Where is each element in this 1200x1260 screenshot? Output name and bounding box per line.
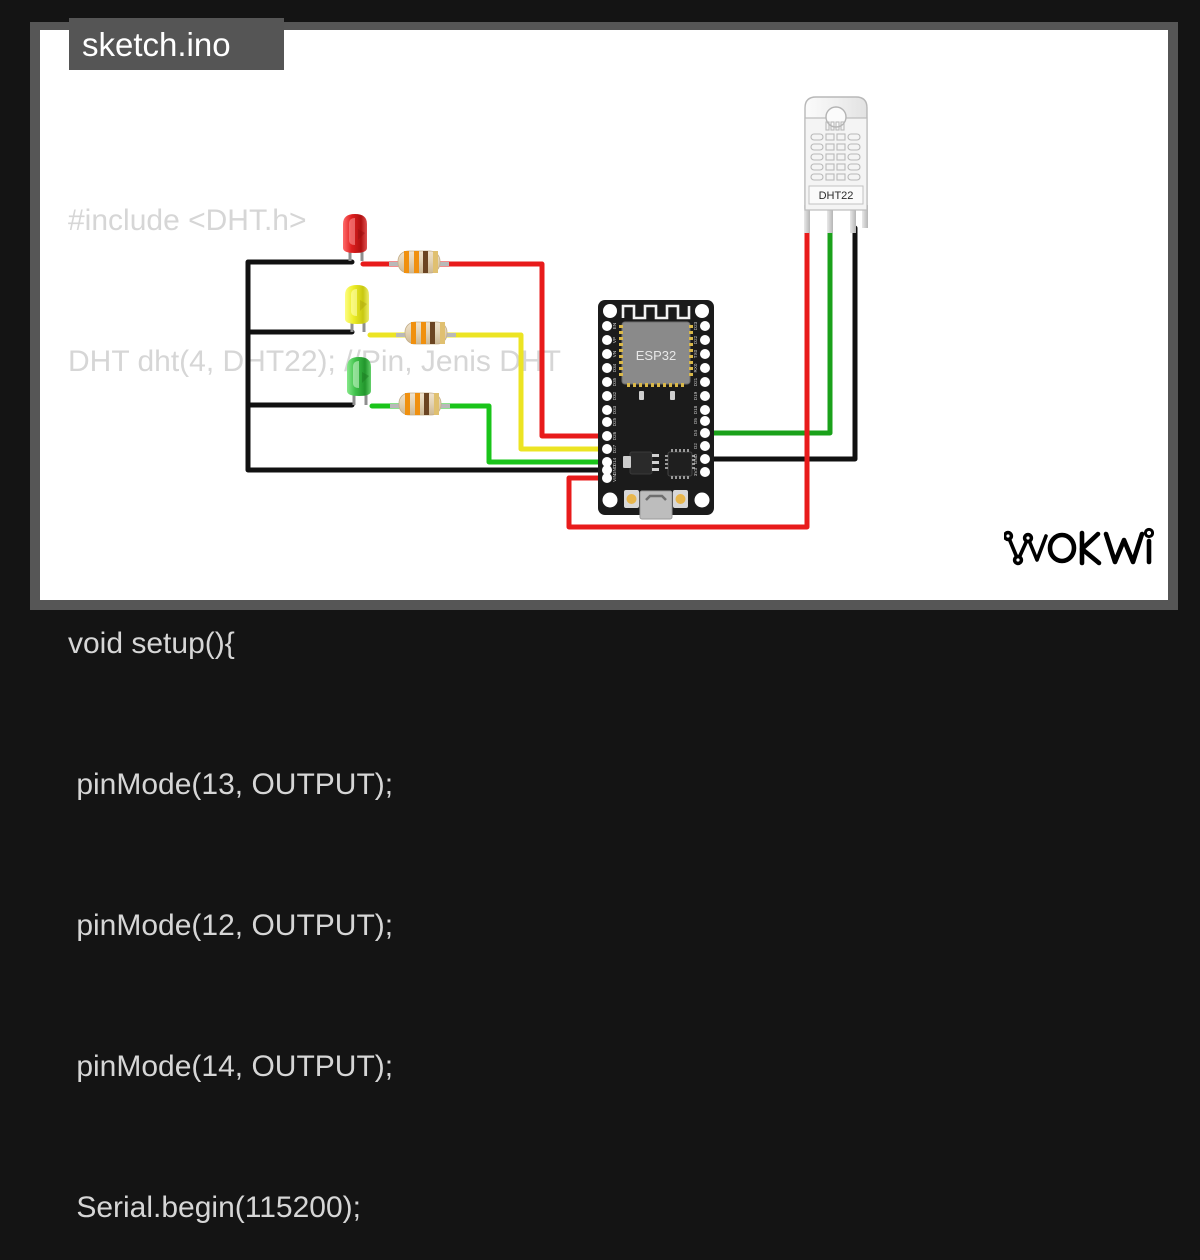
code-line: #include <DHT.h> xyxy=(68,204,307,237)
svg-text:D23: D23 xyxy=(693,321,698,330)
wire-dht-vcc xyxy=(566,225,810,530)
svg-text:3V3: 3V3 xyxy=(693,467,698,476)
board-chip-label: ESP32 xyxy=(636,348,676,363)
esp32-board[interactable]: ESP32 xyxy=(598,300,714,520)
svg-text:D35: D35 xyxy=(612,377,617,386)
svg-text:EN: EN xyxy=(612,323,617,329)
svg-text:D18: D18 xyxy=(693,405,698,414)
svg-text:D26: D26 xyxy=(612,431,617,440)
sensor-label: DHT22 xyxy=(819,190,854,202)
dht22-legs xyxy=(804,205,868,233)
wire-ground-bus xyxy=(245,259,609,473)
svg-text:D14: D14 xyxy=(612,457,617,466)
svg-text:D21: D21 xyxy=(693,377,698,386)
svg-text:D27: D27 xyxy=(612,444,617,453)
dht22-sensor[interactable]: DHT22 xyxy=(804,96,868,233)
svg-text:D25: D25 xyxy=(612,417,617,426)
board-button-boot[interactable] xyxy=(624,490,639,508)
svg-text:GND: GND xyxy=(693,453,698,464)
file-tab-sketch-ino[interactable]: sketch.ino xyxy=(69,18,284,70)
board-left-header[interactable] xyxy=(602,321,612,483)
wire-led-red xyxy=(360,261,609,439)
circuit-diagram: ESP32 xyxy=(245,96,868,530)
svg-text:D2: D2 xyxy=(693,443,698,449)
svg-text:D33: D33 xyxy=(612,405,617,414)
pcb-antenna-icon xyxy=(621,304,691,320)
file-tab-label: sketch.ino xyxy=(82,25,231,63)
led-red[interactable] xyxy=(343,214,367,261)
wire-group xyxy=(245,225,858,530)
resistor-red-branch[interactable] xyxy=(389,250,449,274)
board-right-header[interactable] xyxy=(700,321,710,477)
led-yellow[interactable] xyxy=(345,285,369,332)
board-button-en[interactable] xyxy=(673,490,688,508)
svg-text:D19: D19 xyxy=(693,391,698,400)
svg-text:GND: GND xyxy=(612,464,617,475)
resistor-yellow-branch[interactable] xyxy=(396,321,456,345)
screenshot-root: #include <DHT.h> DHT dht(4, DHT22); //Pi… xyxy=(30,18,1178,1224)
svg-text:D4: D4 xyxy=(693,430,698,436)
resistor-green-branch[interactable] xyxy=(390,392,450,416)
svg-text:D22: D22 xyxy=(693,335,698,344)
svg-text:D32: D32 xyxy=(612,391,617,400)
svg-text:VIN: VIN xyxy=(612,474,617,482)
code-line: pinMode(12, OUTPUT); xyxy=(68,909,394,942)
wire-dht-data xyxy=(709,225,833,436)
svg-text:RX0: RX0 xyxy=(693,363,698,372)
svg-text:VP: VP xyxy=(612,337,617,343)
code-line: pinMode(13, OUTPUT); xyxy=(68,768,394,801)
code-line: pinMode(14, OUTPUT); xyxy=(68,1050,394,1083)
svg-text:D34: D34 xyxy=(612,363,617,372)
usb-connector xyxy=(639,490,673,520)
svg-text:TX0: TX0 xyxy=(693,349,698,358)
wokwi-logo xyxy=(1004,527,1154,566)
code-line: Serial.begin(115200); xyxy=(68,1191,361,1224)
svg-text:VN: VN xyxy=(612,351,617,357)
svg-text:D5: D5 xyxy=(693,418,698,424)
led-green[interactable] xyxy=(347,357,371,405)
wire-dht-gnd xyxy=(709,225,858,462)
